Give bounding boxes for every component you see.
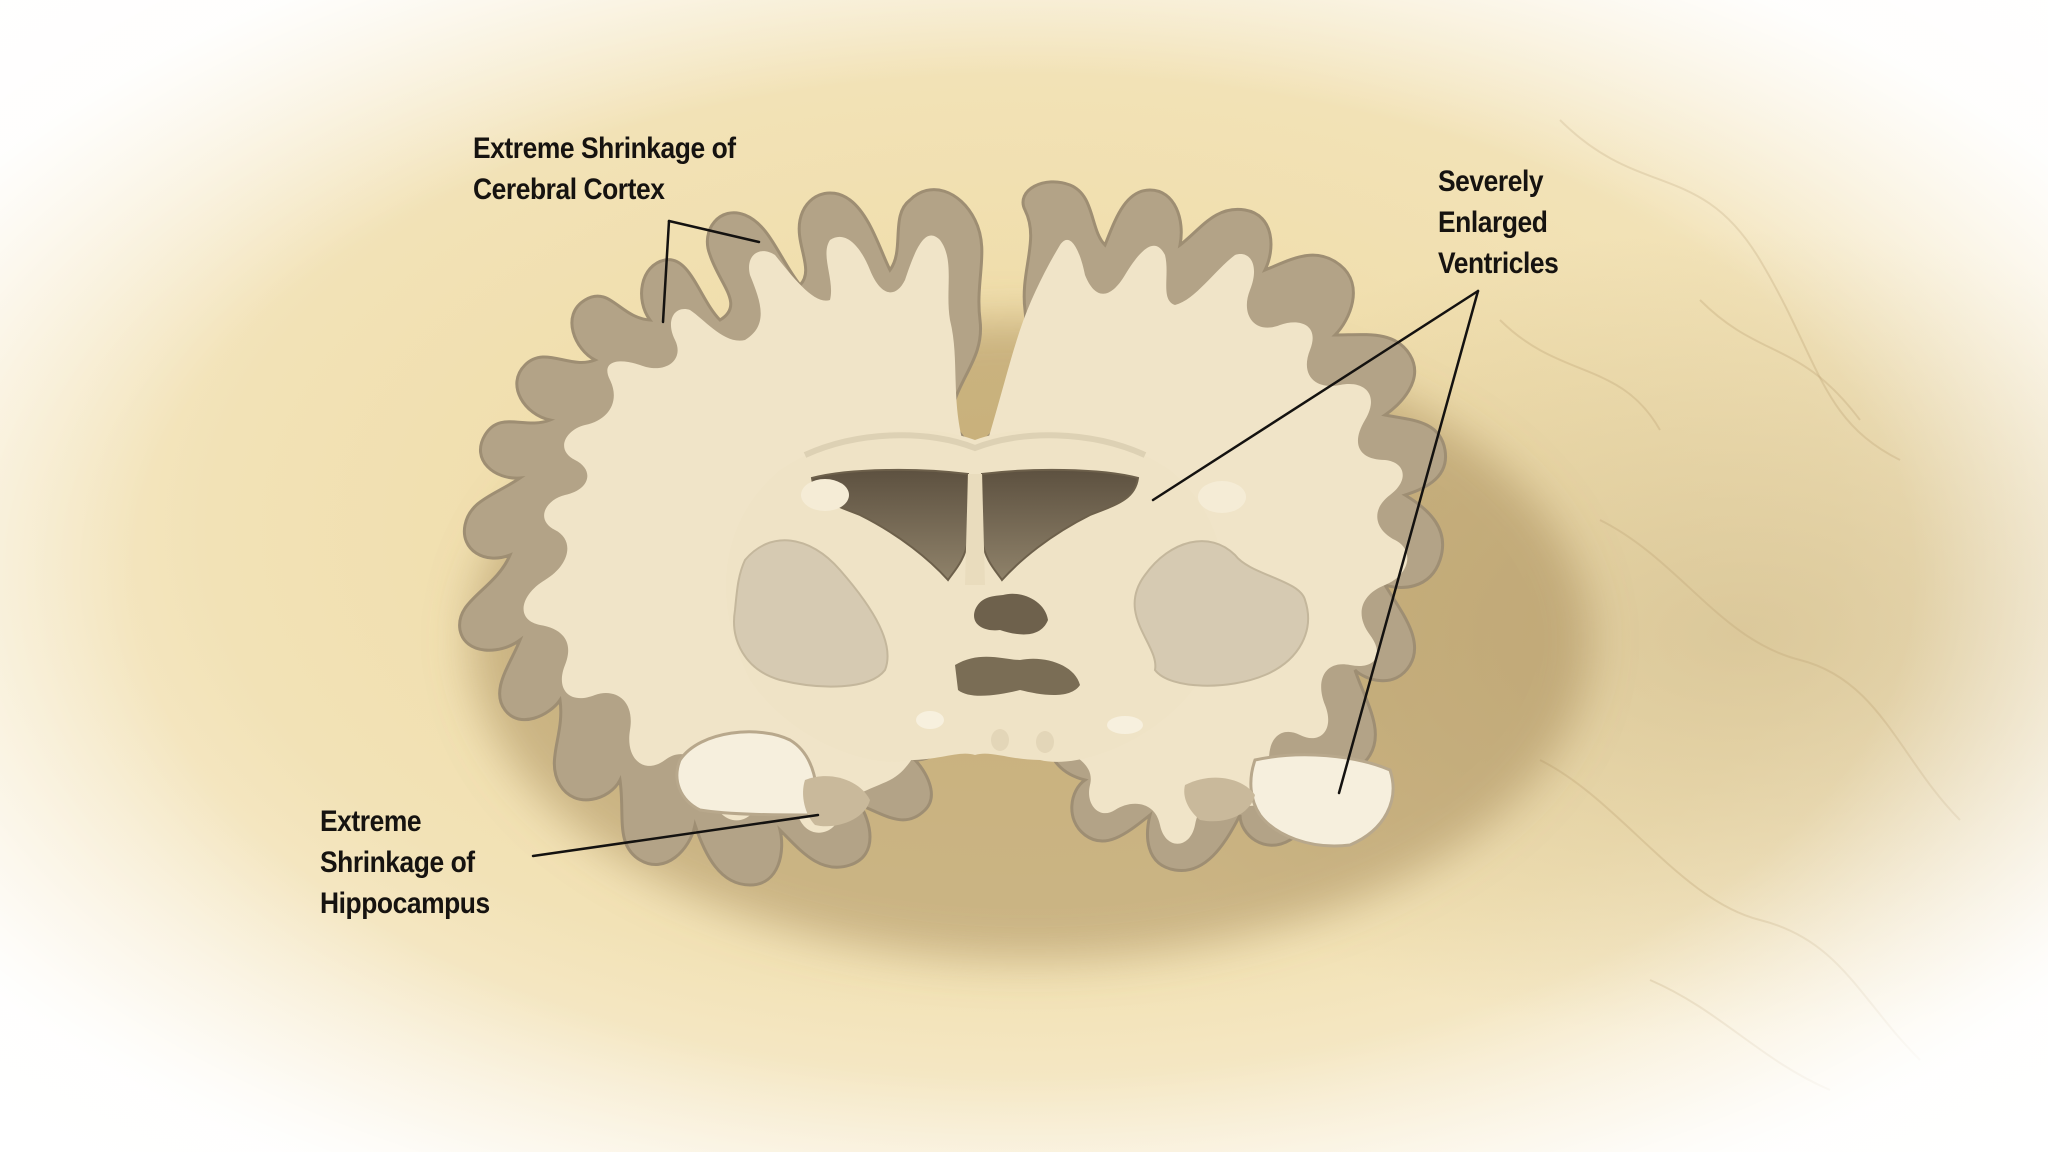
label-cortex-line-2: Cerebral Cortex [473,173,665,206]
label-hippocampus-line-2: Shrinkage of [320,846,475,879]
label-hippocampus-line-3: Hippocampus [320,887,490,920]
label-enlarged-ventricles: Severely Enlarged Ventricles [1438,161,1559,284]
label-ventricles-line-3: Ventricles [1438,247,1559,280]
leader-line-ventricles-b [1337,289,1480,795]
label-hippocampus: Extreme Shrinkage of Hippocampus [320,801,490,924]
label-ventricles-line-1: Severely [1438,165,1544,198]
label-cerebral-cortex: Extreme Shrinkage of Cerebral Cortex [473,128,736,210]
label-ventricles-line-2: Enlarged [1438,206,1548,239]
leader-line-hippocampus [531,813,820,858]
leader-line-cortex-b [661,219,671,324]
leader-line-cortex-a [667,219,761,244]
label-hippocampus-line-1: Extreme [320,805,422,838]
leader-lines [531,219,1480,858]
leader-line-ventricles-a [1151,289,1480,502]
label-cortex-line-1: Extreme Shrinkage of [473,132,736,165]
